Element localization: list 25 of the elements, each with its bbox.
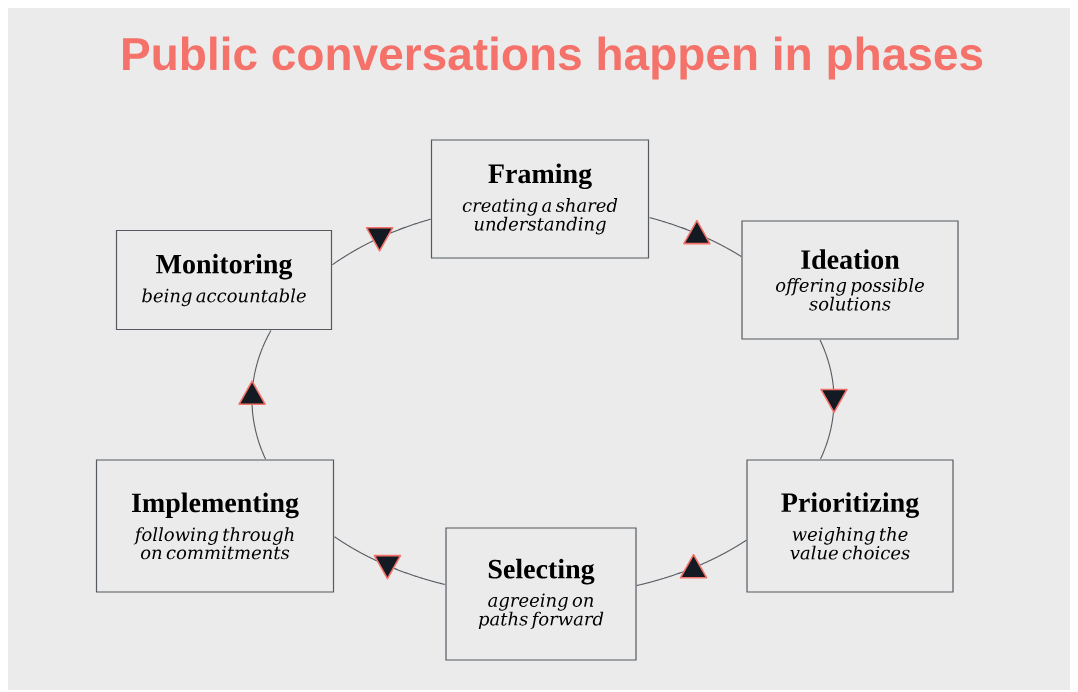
phase-box: [430, 139, 650, 259]
phase-title: Monitoring: [156, 253, 293, 280]
phase-title: Framing: [488, 163, 592, 190]
phase-title: Implementing: [131, 492, 299, 519]
phase-description: weighing the value choices: [790, 527, 910, 560]
arrow: [333, 536, 446, 586]
phase-box: [95, 459, 335, 593]
phase-box: [741, 220, 959, 340]
phase-description: creating a shared understanding: [462, 198, 618, 235]
arrow: [649, 217, 742, 258]
phase-title: Prioritizing: [781, 492, 919, 518]
arrow: [331, 218, 432, 266]
arrow: [238, 329, 272, 460]
phase-title: Selecting: [488, 558, 595, 585]
phase-description: agreeing on paths forward: [478, 593, 604, 630]
phase-box: [746, 459, 954, 593]
phase-description: following through on commitments: [133, 527, 294, 560]
arrow: [636, 539, 747, 587]
title: Public conversations happen in phases: [123, 36, 983, 80]
phase-title: Ideation: [801, 249, 900, 270]
phase-description: offering possible solutions: [776, 278, 924, 311]
arrow: [819, 339, 848, 460]
phase-description: being accountable: [142, 288, 306, 307]
phase-box: [445, 527, 637, 661]
phase-box: [115, 229, 333, 331]
